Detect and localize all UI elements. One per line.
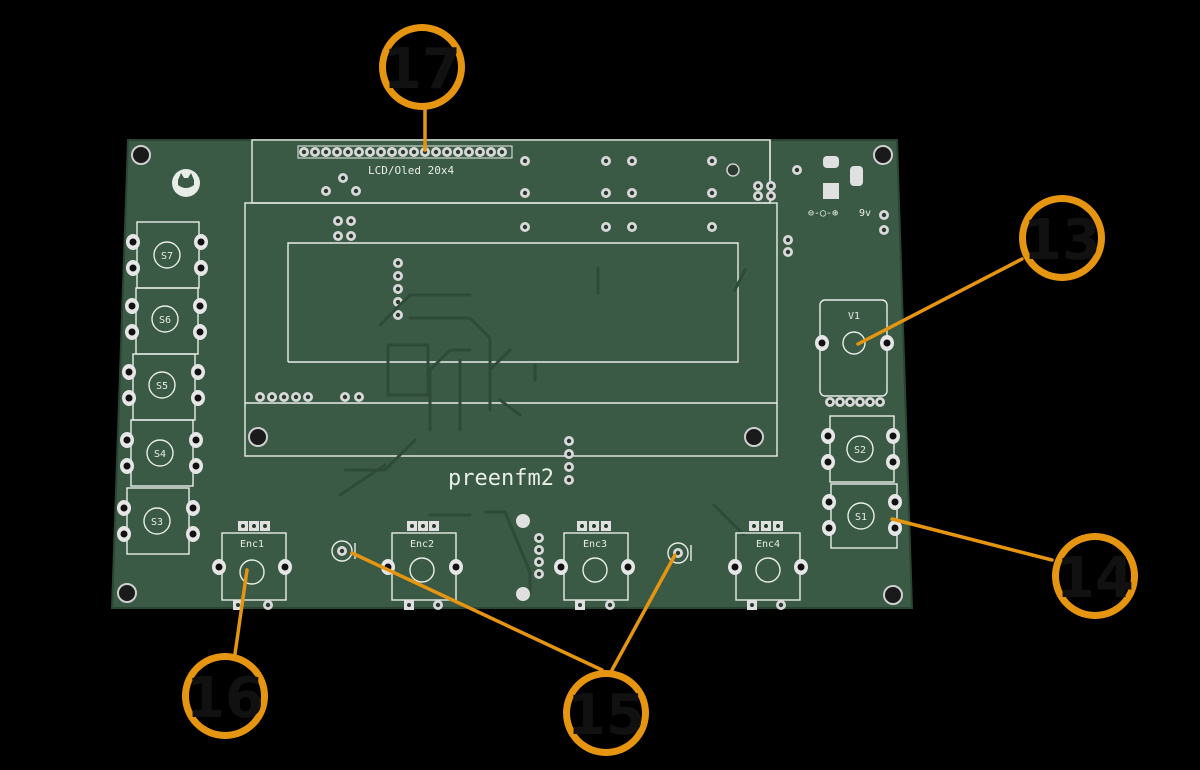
switch-s1: S1 [822,483,902,549]
callout-15: 15 [563,670,649,756]
led-right [667,542,692,564]
switch-s2: S2 [821,415,900,483]
power-jack: ⊖-◯-⊕ [808,156,863,219]
callout-leaders [233,108,1054,672]
callout-17: 17 [379,24,465,110]
copper-traces [338,266,747,594]
lcd-footprint [244,139,778,457]
switch-s4: S4 [120,419,203,487]
callout-14: 14 [1052,533,1138,619]
svg-text:17: 17 [383,37,461,102]
potentiometer-v1: V1 [815,299,894,407]
encoder-enc4: Enc4 [728,521,808,610]
encoder-enc2: Enc2 [381,521,463,610]
svg-text:S7: S7 [161,251,173,262]
encoder-enc1: Enc1 [212,521,292,610]
svg-text:13: 13 [1023,208,1101,273]
svg-text:S4: S4 [154,449,166,460]
svg-text:S5: S5 [156,381,168,392]
svg-text:S2: S2 [854,445,866,456]
svg-text:16: 16 [186,666,264,731]
center-pad [516,514,530,528]
cat-logo-icon [172,169,200,197]
svg-text:15: 15 [567,683,645,748]
svg-text:V1: V1 [848,311,860,322]
svg-text:Enc3: Enc3 [583,539,607,550]
svg-text:Enc1: Enc1 [240,539,264,550]
svg-text:S3: S3 [151,517,163,528]
svg-text:S6: S6 [159,315,171,326]
svg-text:Enc2: Enc2 [410,539,434,550]
svg-text:⊖-◯-⊕: ⊖-◯-⊕ [808,208,838,219]
upper-pads [255,156,889,579]
svg-text:S1: S1 [855,512,867,523]
center-pad [516,587,530,601]
brand-label: preenfm2 [448,466,554,491]
mounting-holes [117,145,903,605]
svg-text:Enc4: Enc4 [756,539,780,550]
switch-s3: S3 [117,487,200,555]
pcb-board [110,139,914,609]
callout-13: 13 [1019,195,1105,281]
power-label: 9v [859,208,871,219]
svg-text:14: 14 [1056,546,1134,611]
encoder-enc3: Enc3 [554,521,635,610]
lcd-label: LCD/Oled 20x4 [368,164,454,177]
callout-16: 16 [182,653,268,739]
